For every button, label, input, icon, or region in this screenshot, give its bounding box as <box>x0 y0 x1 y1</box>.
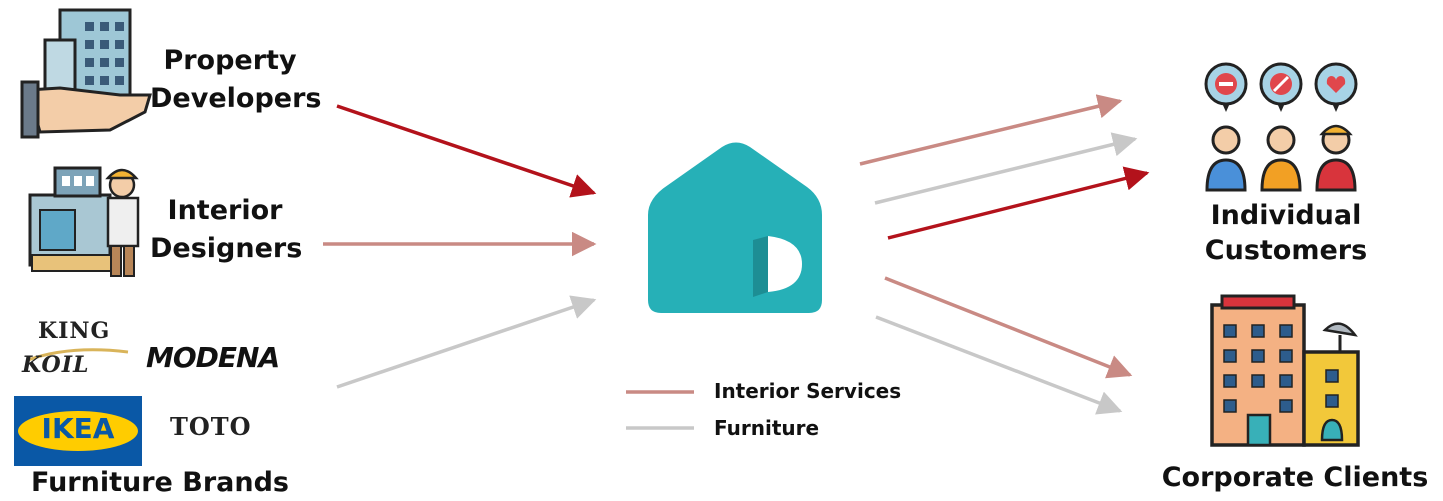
arrow-platform-to-corporate-furniture <box>875 315 1123 415</box>
building-in-hand-icon <box>20 8 153 139</box>
arrow-property-to-platform <box>336 104 597 198</box>
label-property-line2: Developers <box>150 82 322 114</box>
architect-icon <box>28 166 140 277</box>
label-individual-customers: Individual Customers <box>1204 200 1368 267</box>
house-logo-icon <box>648 142 822 313</box>
king-koil-line2: KOIL <box>22 352 90 378</box>
king-koil-line1: KING <box>38 318 111 344</box>
ikea-wordmark: IKEA <box>41 412 115 445</box>
label-interior-line1: Interior <box>167 195 283 226</box>
modena-logo: MODENA <box>146 341 280 374</box>
label-interior-designers: Interior Designers <box>150 190 303 270</box>
label-interior-line2: Designers <box>150 232 303 264</box>
arrow-platform-to-corporate-services <box>884 276 1133 379</box>
office-building-icon <box>1210 294 1360 447</box>
label-corporate-clients: Corporate Clients <box>1161 462 1429 493</box>
label-property-line1: Property <box>163 45 297 76</box>
arrow-brands-to-platform <box>336 295 597 389</box>
arrow-platform-to-individual-highlight <box>887 166 1150 240</box>
toto-logo: TOTO <box>170 412 252 441</box>
legend-furniture-label: Furniture <box>714 416 820 440</box>
king-koil-logo <box>27 348 129 362</box>
arrow-platform-to-individual-furniture <box>874 132 1138 205</box>
customers-feedback-icon <box>1204 62 1358 192</box>
label-property-developers: Property Developers <box>150 40 322 120</box>
ikea-logo <box>14 396 142 466</box>
arrow-platform-to-individual-services <box>859 94 1123 166</box>
legend-interior-services-label: Interior Services <box>714 379 902 403</box>
label-furniture-brands: Furniture Brands <box>30 467 289 498</box>
